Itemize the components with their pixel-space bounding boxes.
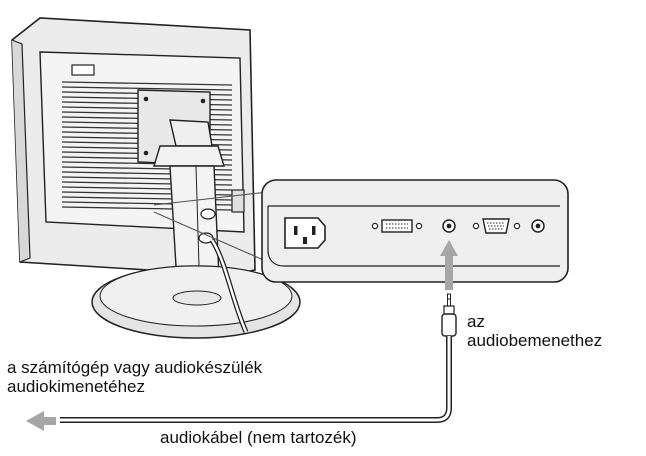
- audio-output-label-line2: audiokimenetéhez: [7, 377, 145, 396]
- audio-cable: [60, 336, 452, 423]
- audio-plug-icon: [441, 293, 457, 337]
- connector-panel: [261, 179, 569, 283]
- power-connector-icon: [284, 217, 326, 249]
- audio-input-label: az audiobemenethez: [467, 312, 602, 350]
- zoom-callout-lines: [153, 191, 269, 263]
- audio-output-label: a számítógép vagy audiokészülék audiokim…: [7, 358, 262, 396]
- dvi-connector-icon: [371, 219, 423, 233]
- left-arrow-icon: [26, 411, 56, 431]
- vga-connector-icon: [472, 218, 521, 234]
- audio-jack-icon: [531, 219, 545, 233]
- audio-input-label-line1: az: [467, 312, 485, 331]
- monitor-rear-view: [11, 17, 301, 339]
- audio-output-label-line1: a számítógép vagy audiokészülék: [7, 358, 263, 377]
- audio-input-label-line2: audiobemenethez: [467, 331, 603, 350]
- up-arrow-icon: [440, 240, 458, 290]
- audio-jack-icon: [442, 219, 456, 233]
- cable-label: audiokábel (nem tartozék): [160, 428, 357, 447]
